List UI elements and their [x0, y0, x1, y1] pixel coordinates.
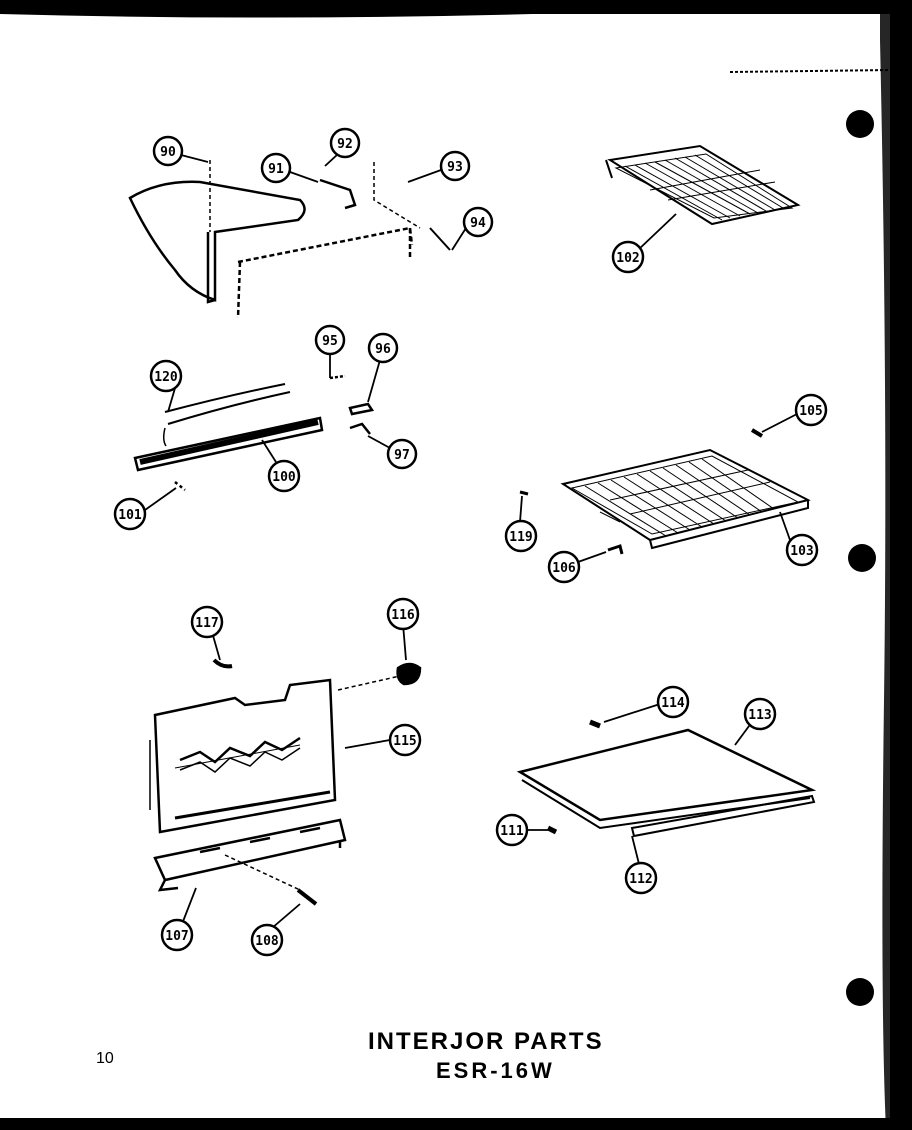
callout-111: 111 — [495, 813, 529, 847]
callout-label: 116 — [391, 608, 415, 623]
callout-label: 115 — [393, 734, 416, 749]
callout-101: 101 — [113, 497, 147, 531]
callout-105: 105 — [794, 393, 828, 427]
callout-label: 108 — [255, 934, 279, 949]
callout-label: 112 — [629, 872, 652, 887]
callouts: 90 91 92 93 94 102 120 95 96 97 100 101 … — [113, 127, 828, 957]
callout-label: 94 — [470, 216, 486, 231]
callout-96: 96 — [367, 332, 399, 364]
callout-label: 107 — [165, 929, 188, 944]
punch-hole — [846, 110, 874, 138]
callout-91: 91 — [260, 152, 292, 184]
leader-lines — [144, 153, 798, 929]
callout-label: 96 — [375, 342, 391, 357]
callout-label: 97 — [394, 448, 410, 463]
cabinet-corner-assembly — [128, 160, 451, 319]
callout-label: 93 — [447, 160, 463, 175]
glass-shelf-113 — [516, 719, 817, 838]
callout-label: 105 — [799, 404, 822, 419]
callout-97: 97 — [386, 438, 418, 470]
callout-92: 92 — [329, 127, 361, 159]
callout-107: 107 — [160, 918, 194, 952]
callout-label: 119 — [509, 530, 532, 545]
callout-106: 106 — [547, 550, 581, 584]
light-shield-100 — [133, 383, 324, 491]
callout-102: 102 — [611, 240, 645, 274]
punch-hole — [848, 544, 876, 572]
callout-label: 106 — [552, 561, 576, 576]
callout-117: 117 — [190, 605, 224, 639]
callout-95: 95 — [314, 324, 346, 356]
callout-label: 113 — [748, 708, 771, 723]
callout-112: 112 — [624, 861, 658, 895]
callout-108: 108 — [250, 923, 284, 957]
callout-103: 103 — [785, 533, 819, 567]
wire-shelf-103 — [519, 428, 811, 555]
callout-115: 115 — [388, 723, 422, 757]
callout-label: 114 — [661, 696, 685, 711]
page-title: INTERJOR PARTS — [368, 1028, 604, 1055]
wire-shelf-102 — [605, 144, 801, 226]
callout-116: 116 — [386, 597, 420, 631]
callout-90: 90 — [152, 135, 184, 167]
callout-label: 102 — [616, 251, 639, 266]
punch-hole — [846, 978, 874, 1006]
callout-94: 94 — [462, 206, 494, 238]
callout-label: 91 — [268, 162, 284, 177]
callout-120: 120 — [149, 359, 183, 393]
callout-100: 100 — [267, 459, 301, 493]
bracket-parts-95-97 — [329, 374, 375, 435]
page-number: 10 — [96, 1050, 114, 1067]
callout-119: 119 — [504, 519, 538, 553]
callout-label: 100 — [272, 470, 296, 485]
crisper-bin-107 — [153, 818, 347, 906]
callout-label: 92 — [337, 137, 353, 152]
model-number: ESR-16W — [436, 1058, 555, 1083]
crisper-cover-115 — [149, 658, 422, 834]
callout-label: 95 — [322, 334, 338, 349]
callout-label: 101 — [118, 508, 142, 523]
callout-label: 90 — [160, 145, 176, 160]
callout-114: 114 — [656, 685, 690, 719]
callout-label: 111 — [500, 824, 524, 839]
callout-113: 113 — [743, 697, 777, 731]
callout-93: 93 — [439, 150, 471, 182]
callout-label: 117 — [195, 616, 218, 631]
callout-label: 103 — [790, 544, 813, 559]
callout-label: 120 — [154, 370, 178, 385]
